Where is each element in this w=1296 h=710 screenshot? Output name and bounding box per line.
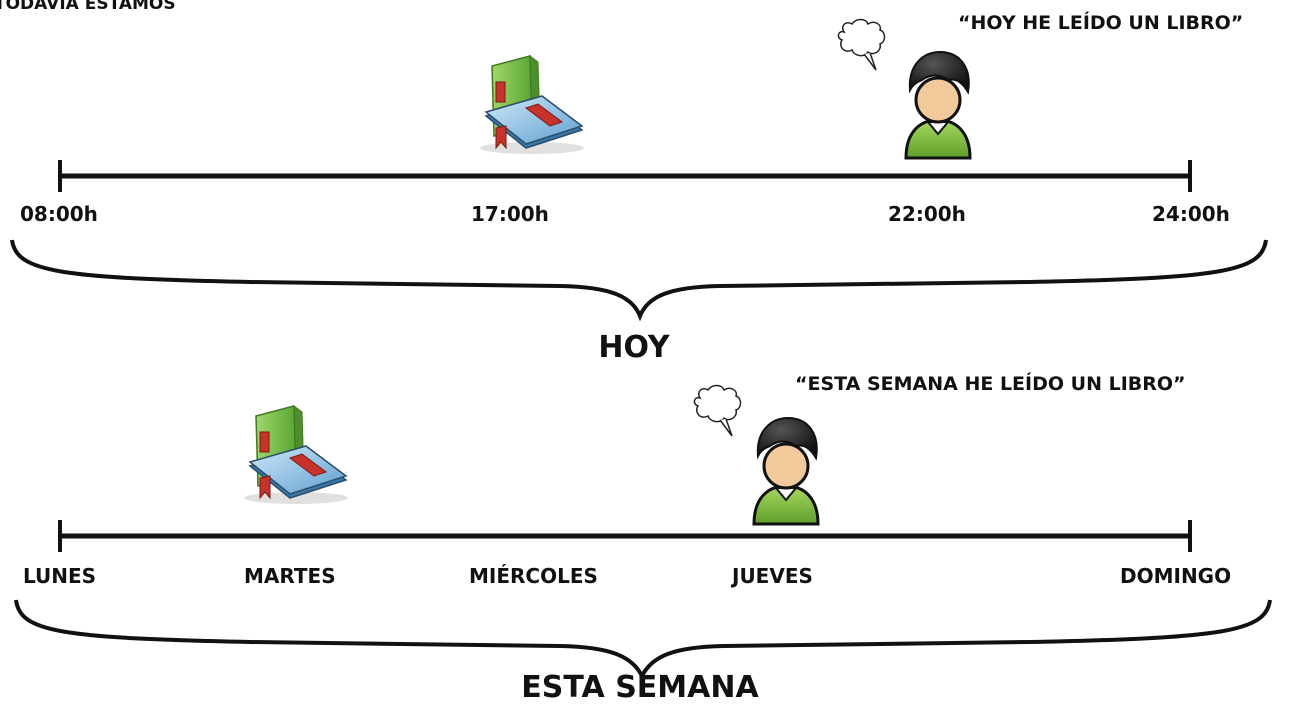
page-title: TODAVÍA ESTAMOS xyxy=(0,0,176,14)
brace-today xyxy=(10,239,1268,322)
tick-label: MARTES xyxy=(244,564,336,588)
tick-label: JUEVES xyxy=(732,564,813,588)
speaking-person-icon xyxy=(752,416,820,526)
tick-label: MIÉRCOLES xyxy=(469,564,598,588)
tick-label: 08:00h xyxy=(20,202,98,226)
tick-label: 17:00h xyxy=(471,202,549,226)
speaking-person-icon xyxy=(904,50,972,160)
speech-bubble-icon xyxy=(837,18,886,71)
period-label-week: ESTA SEMANA xyxy=(521,670,759,705)
tick-label: LUNES xyxy=(23,564,97,588)
quote-today: “HOY HE LEÍDO UN LIBRO” xyxy=(958,12,1244,34)
tick-label: 22:00h xyxy=(888,202,966,226)
book-icon xyxy=(243,405,349,505)
speech-bubble-icon xyxy=(693,384,742,437)
quote-week: “ESTA SEMANA HE LEÍDO UN LIBRO” xyxy=(795,373,1186,395)
tick-label: DOMINGO xyxy=(1120,564,1232,588)
book-icon xyxy=(479,55,585,155)
period-label-today: HOY xyxy=(598,330,670,365)
tick-label: 24:00h xyxy=(1152,202,1230,226)
brace-week xyxy=(14,599,1272,681)
